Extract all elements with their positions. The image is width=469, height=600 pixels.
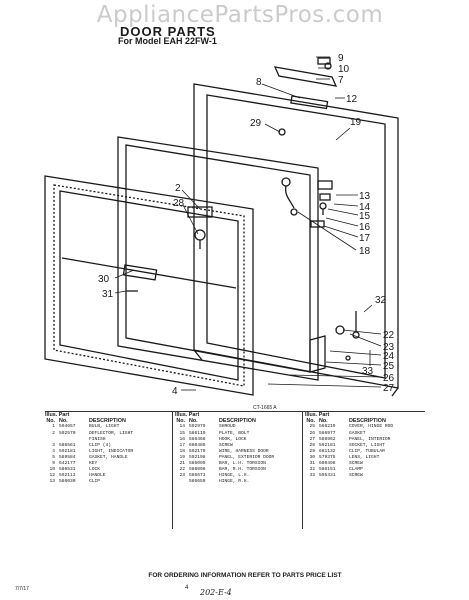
table-header-illus: Illus. Part	[45, 412, 70, 418]
table-header-no: No.	[176, 418, 185, 425]
callout-label: 10	[338, 64, 350, 75]
table-divider	[302, 411, 303, 529]
callout-label: 25	[383, 361, 395, 372]
table-header-description: DESCRIPTION	[89, 418, 126, 425]
table-row: FINISH	[89, 436, 106, 442]
figure-code: CT-1665 A	[253, 405, 277, 411]
handwritten-note: 202-E-4	[200, 588, 232, 597]
callout-label: 8	[256, 77, 262, 88]
door-shroud	[117, 136, 319, 381]
callout-label: 14	[359, 202, 371, 213]
leader-lines	[114, 56, 382, 391]
callout-label: 29	[250, 118, 262, 129]
interior-light	[122, 206, 213, 292]
callout-label: 28	[173, 198, 185, 209]
watermark: AppliancePartsPros.com	[96, 2, 384, 28]
callout-label: 33	[362, 366, 374, 377]
callout-label: 2	[175, 183, 181, 194]
table-header-description: DESCRIPTION	[219, 418, 256, 425]
callout-label: 17	[359, 233, 371, 244]
callout-label: 24	[383, 351, 395, 362]
callout-labels: 9 10 7 8 12 29 19 2 28 13 14 15 16 17 18…	[98, 53, 395, 397]
table-header-illus: Illus. Part	[175, 412, 200, 418]
table-top-rule	[45, 411, 425, 412]
callout-label: 15	[359, 211, 371, 222]
table-header-part: No.	[59, 418, 68, 425]
document-code: 7/7/17	[15, 586, 29, 592]
table-header-description: DESCRIPTION	[349, 418, 386, 425]
handle-assembly	[273, 57, 338, 110]
callout-label: 13	[359, 191, 371, 202]
callout-label: 18	[359, 246, 371, 257]
callout-label: 12	[346, 94, 358, 105]
callout-label: 32	[375, 295, 387, 306]
table-header-no: No.	[306, 418, 315, 425]
model-line: For Model EAH 22FW-1	[118, 36, 217, 46]
callout-label: 9	[338, 53, 344, 64]
table-header-part: No.	[189, 418, 198, 425]
page-number: 4	[185, 585, 189, 591]
callout-label: 30	[98, 274, 110, 285]
callout-label: 22	[383, 330, 395, 341]
table-divider	[172, 411, 173, 529]
callout-label: 31	[102, 289, 114, 300]
callout-label: 7	[338, 75, 344, 86]
door-gasket	[44, 175, 254, 396]
callout-label: 27	[383, 383, 395, 394]
callout-label: 4	[172, 386, 178, 397]
callout-label: 19	[350, 117, 362, 128]
callout-label: 16	[359, 222, 371, 233]
light-assembly	[278, 128, 333, 228]
page-title: DOOR PARTS	[120, 24, 216, 39]
table-header-no: No.	[46, 418, 55, 425]
table-header-part: No.	[319, 418, 328, 425]
callout-label: 23	[383, 342, 395, 353]
exterior-door-panel	[193, 83, 399, 397]
table-header-illus: Illus. Part	[305, 412, 330, 418]
ordering-footer: FOR ORDERING INFORMATION REFER TO PARTS …	[148, 572, 342, 579]
callout-label: 26	[383, 373, 395, 384]
